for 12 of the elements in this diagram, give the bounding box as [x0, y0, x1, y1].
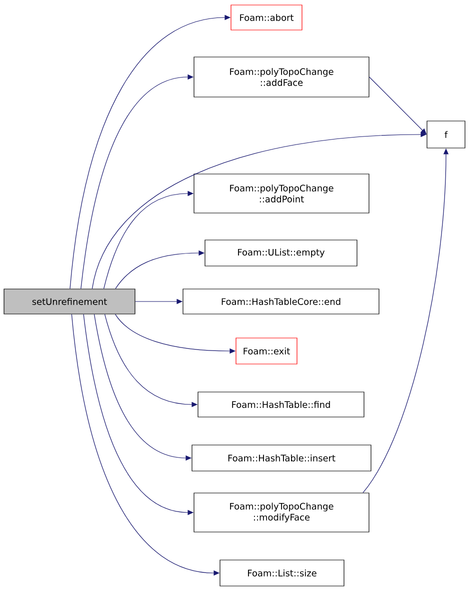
function-box: Foam::HashTable::insert — [192, 444, 372, 472]
caller-box: setUnrefinement — [4, 288, 136, 314]
function-box: Foam::polyTopoChange ::addPoint — [194, 174, 370, 214]
function-box: f — [426, 120, 466, 148]
function-box: Foam::UList::empty — [204, 240, 358, 266]
function-box: Foam::HashTable::find — [198, 392, 364, 418]
function-box: Foam::polyTopoChange ::addFace — [194, 56, 370, 98]
function-box: Foam::polyTopoChange ::modifyFace — [194, 492, 370, 532]
function-box: Foam::exit — [236, 338, 298, 364]
function-box: Foam::abort — [230, 4, 302, 30]
function-box: Foam::List::size — [220, 560, 344, 586]
function-box: Foam::HashTableCore::end — [182, 288, 380, 314]
